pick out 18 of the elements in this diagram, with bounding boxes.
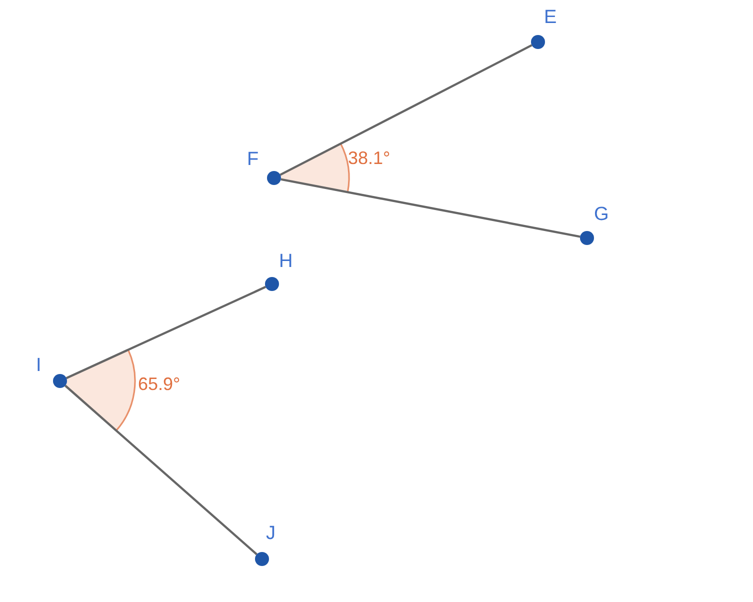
point-label: J [266, 524, 276, 543]
angle-measure: 38.1° [348, 149, 390, 167]
point-dot [580, 231, 594, 245]
point-label: F [247, 150, 259, 169]
point-label: G [594, 205, 609, 224]
point-dot [531, 35, 545, 49]
point-dot [265, 277, 279, 291]
point-dot [267, 171, 281, 185]
point-dot [53, 374, 67, 388]
point-dot [255, 552, 269, 566]
point-label: H [279, 252, 293, 271]
line-segment [280, 178, 580, 238]
point-label: E [544, 8, 557, 27]
line-segment [64, 384, 258, 556]
angle-measure: 65.9° [138, 375, 180, 393]
point-label: I [36, 356, 42, 375]
line-segment [66, 286, 266, 380]
line-segment [280, 44, 532, 176]
